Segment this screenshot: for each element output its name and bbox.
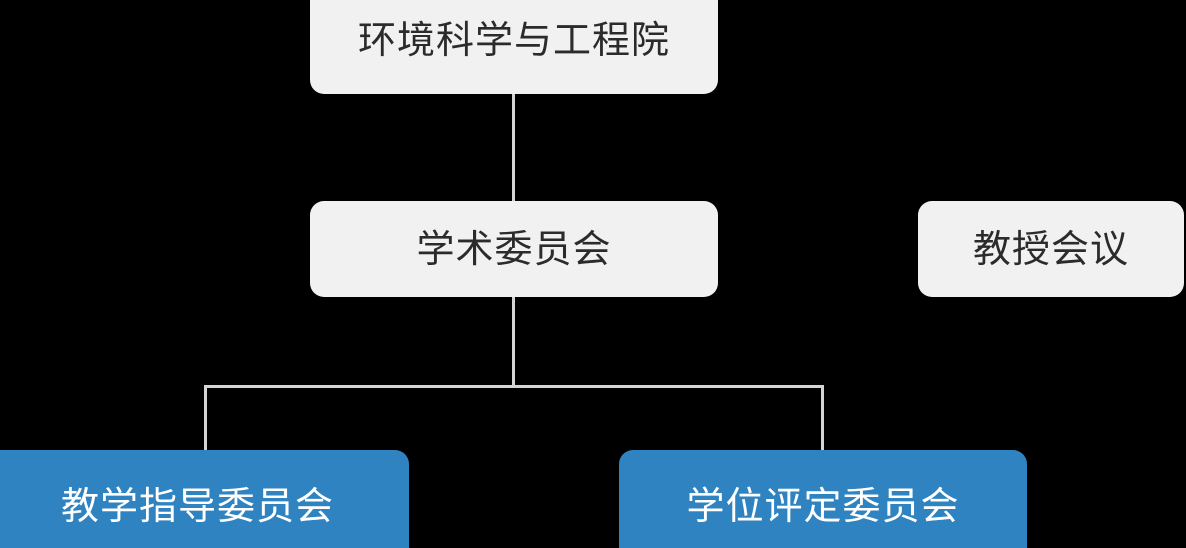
- node-degree-evaluation-committee[interactable]: 学位评定委员会: [619, 450, 1027, 548]
- node-professors-meeting[interactable]: 教授会议: [918, 201, 1184, 297]
- node-teaching-guidance-committee-label: 教学指导委员会: [60, 484, 334, 528]
- node-teaching-guidance-committee[interactable]: 教学指导委员会: [0, 450, 409, 548]
- node-academic-committee[interactable]: 学术委员会: [310, 201, 718, 297]
- connector-horizontal-bus: [204, 385, 824, 388]
- node-college-label: 环境科学与工程院: [357, 18, 670, 62]
- connector-drop-to-teaching-guidance-committee: [204, 385, 207, 451]
- connector-college-to-academic-committee: [512, 94, 515, 202]
- node-degree-evaluation-committee-label: 学位评定委员会: [686, 484, 960, 528]
- connector-drop-to-degree-evaluation-committee: [821, 385, 824, 451]
- connector-academic-committee-stem: [512, 297, 515, 388]
- node-college[interactable]: 环境科学与工程院: [310, 0, 718, 94]
- node-academic-committee-label: 学术委员会: [416, 227, 612, 271]
- node-professors-meeting-label: 教授会议: [972, 227, 1129, 271]
